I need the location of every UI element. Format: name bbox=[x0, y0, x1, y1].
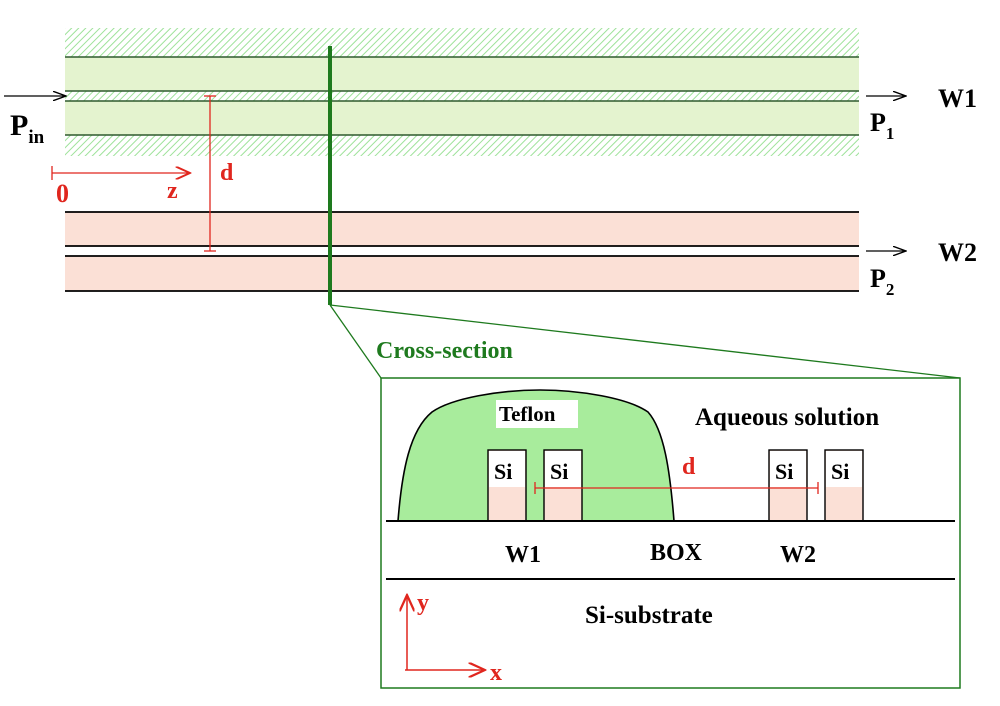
aqueous-solution-label: Aqueous solution bbox=[695, 404, 879, 431]
w1-cross-label: W1 bbox=[505, 542, 541, 568]
w2-waveguide-b bbox=[65, 256, 859, 291]
y-axis-label: y bbox=[417, 590, 429, 616]
cross-section-title: Cross-section bbox=[376, 338, 513, 364]
w1-waveguide-a bbox=[65, 57, 859, 91]
d-label-top: d bbox=[220, 160, 234, 186]
d-dimension-cross bbox=[534, 482, 819, 494]
si-substrate-label: Si-substrate bbox=[585, 602, 713, 629]
d-label-cross: d bbox=[682, 454, 696, 480]
d-dimension-top bbox=[204, 95, 216, 252]
w1-waveguide-b bbox=[65, 101, 859, 135]
svg-text:Si: Si bbox=[775, 459, 793, 484]
teflon-label: Teflon bbox=[499, 402, 556, 426]
box-label: BOX bbox=[650, 540, 703, 566]
x-axis-label: x bbox=[490, 660, 502, 686]
p2-label: P2 bbox=[870, 264, 894, 299]
zoom-line-left bbox=[329, 304, 382, 379]
svg-text:Si: Si bbox=[831, 459, 849, 484]
z-label: z bbox=[167, 178, 178, 204]
w2-waveguide-a bbox=[65, 212, 859, 246]
w1-waveguide-edges bbox=[65, 56, 859, 136]
w1-top-label: W1 bbox=[938, 84, 977, 113]
zoom-line-right bbox=[329, 304, 961, 379]
teflon-cladding-region bbox=[65, 28, 859, 156]
svg-text:Si: Si bbox=[550, 459, 568, 484]
p1-label: P1 bbox=[870, 108, 894, 143]
svg-text:Si: Si bbox=[494, 459, 512, 484]
teflon-label-bg bbox=[496, 400, 578, 428]
w2-top-label: W2 bbox=[938, 238, 977, 267]
si-waveguide-w2-a: Si bbox=[768, 449, 808, 522]
w2-cross-label: W2 bbox=[780, 542, 816, 568]
origin-label: 0 bbox=[56, 179, 69, 208]
w2-waveguide-edges bbox=[65, 211, 859, 292]
si-waveguide-w1-b: Si bbox=[543, 449, 583, 522]
p-in-label: Pin bbox=[10, 109, 45, 148]
si-waveguide-w2-b: Si bbox=[824, 449, 864, 522]
si-waveguide-w1-a: Si bbox=[487, 449, 527, 522]
